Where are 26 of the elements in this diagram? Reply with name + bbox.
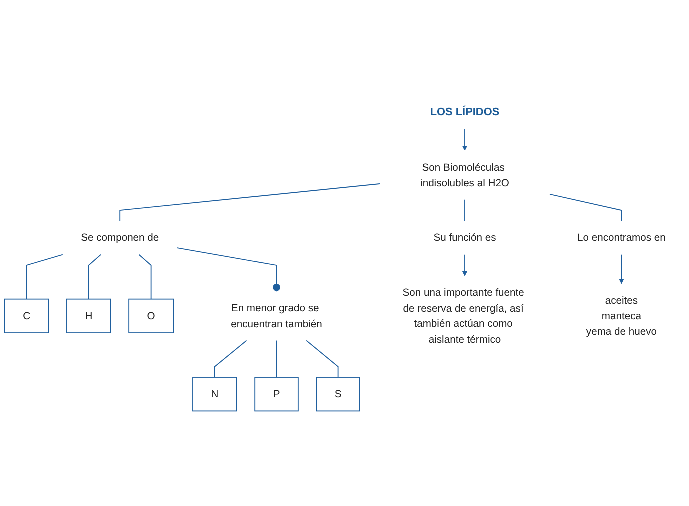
arrow — [462, 128, 468, 151]
node-text: LOS LÍPIDOS — [430, 106, 500, 118]
connector — [88, 254, 102, 300]
node-text: Son Biomoléculas indisolubles al H2O — [420, 162, 510, 189]
node-box: N — [192, 377, 238, 412]
node-text: Su función es — [434, 232, 496, 244]
node-box: C — [4, 298, 50, 334]
node-text: En menor grado se encuentran también — [231, 302, 322, 330]
node-text: Lo encontramos en — [578, 232, 666, 244]
node-box: O — [128, 298, 174, 334]
connector — [120, 184, 380, 222]
connector — [176, 248, 280, 292]
connector — [138, 254, 152, 300]
node-box: H — [66, 298, 112, 334]
node-text: aceites manteca yema de huevo — [586, 294, 658, 338]
node-box: P — [254, 377, 299, 412]
connector — [214, 340, 248, 378]
node-text: Son una importante fuente de reserva de energía, así también actúan como aislante térmico — [402, 287, 524, 345]
connector — [306, 340, 339, 378]
node-box: S — [316, 377, 360, 412]
connector — [276, 340, 278, 378]
arrow — [462, 254, 468, 276]
connector — [550, 194, 622, 222]
arrow — [619, 254, 624, 284]
connector — [464, 199, 466, 222]
node-text: Se componen de — [81, 232, 160, 244]
